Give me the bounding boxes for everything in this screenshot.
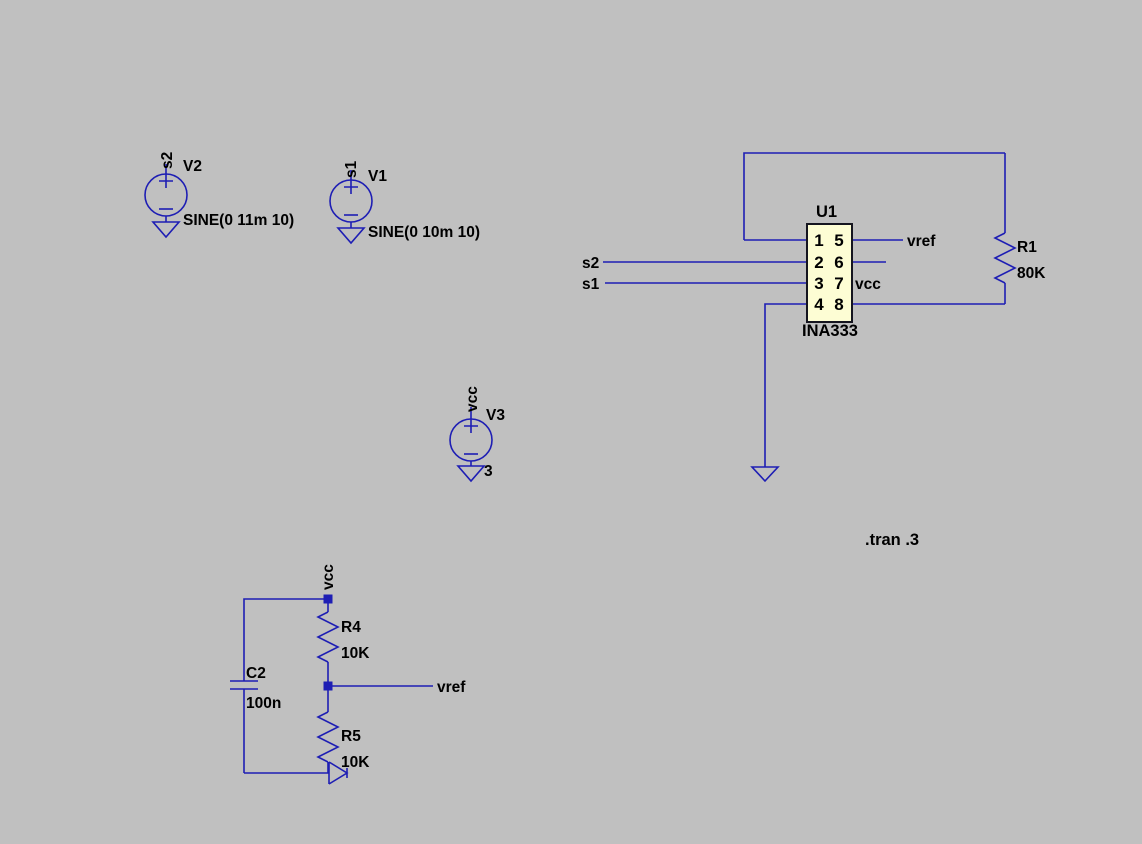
- net-label-vref-divider[interactable]: vref: [437, 679, 466, 696]
- r4-value[interactable]: 10K: [341, 645, 370, 662]
- v2-net-label-s2[interactable]: s2: [159, 152, 176, 169]
- u1-pin-2: 2: [814, 253, 823, 272]
- v3-net-label-vcc[interactable]: vcc: [464, 386, 481, 412]
- u1-ground-icon[interactable]: [750, 466, 780, 483]
- u1-pin-5: 5: [834, 231, 843, 250]
- u1-pin-8: 8: [834, 295, 843, 314]
- v1-refdes[interactable]: V1: [368, 168, 387, 185]
- wire-vcc-node-to-c2[interactable]: [243, 598, 327, 681]
- resistor-r4[interactable]: R4 10K: [316, 599, 370, 686]
- resistor-r1[interactable]: R1 80K: [993, 153, 1046, 304]
- wire-pin4-to-ground[interactable]: [764, 303, 807, 467]
- u1-refdes[interactable]: U1: [816, 203, 837, 221]
- r5-ground-icon-rotated[interactable]: [328, 761, 349, 785]
- u1-pin-4: 4: [814, 295, 824, 314]
- v1-ground-icon[interactable]: [336, 227, 366, 245]
- u1-pin-7: 7: [834, 274, 843, 293]
- v3-value[interactable]: 3: [484, 463, 493, 480]
- v3-refdes[interactable]: V3: [486, 407, 505, 424]
- net-label-vcc-pin7[interactable]: vcc: [855, 276, 881, 293]
- v1-plus-sign: [344, 180, 358, 194]
- u1-pin-3: 3: [814, 274, 823, 293]
- net-label-s2-pin2[interactable]: s2: [582, 255, 599, 272]
- v2-refdes[interactable]: V2: [183, 158, 202, 175]
- v2-ground-icon[interactable]: [151, 221, 181, 239]
- v3-ground-icon[interactable]: [456, 465, 486, 483]
- voltage-source-v2[interactable]: V2 SINE(0 11m 10) s2: [144, 152, 294, 239]
- net-label-vcc-divider[interactable]: vcc: [320, 564, 337, 590]
- c2-refdes[interactable]: C2: [246, 665, 266, 682]
- net-label-vref-pin5[interactable]: vref: [907, 233, 936, 250]
- voltage-source-v1[interactable]: V1 SINE(0 10m 10) s1: [329, 160, 480, 245]
- net-label-s1-pin3[interactable]: s1: [582, 276, 600, 293]
- u1-body-box[interactable]: [806, 223, 853, 323]
- r4-zigzag[interactable]: [316, 611, 340, 663]
- v1-value[interactable]: SINE(0 10m 10): [368, 224, 480, 241]
- r5-zigzag[interactable]: [316, 711, 340, 763]
- v1-net-label-s1[interactable]: s1: [343, 160, 360, 178]
- u1-pin-1: 1: [814, 231, 823, 250]
- wire-pin1-feedback-loop[interactable]: [743, 152, 1005, 240]
- spice-directive[interactable]: .tran .3: [865, 531, 919, 549]
- resistor-r5[interactable]: R5 10K: [316, 686, 370, 773]
- v2-plus-sign: [159, 174, 173, 188]
- r4-refdes[interactable]: R4: [341, 619, 361, 636]
- r1-refdes[interactable]: R1: [1017, 239, 1037, 256]
- c2-value[interactable]: 100n: [246, 695, 281, 712]
- voltage-source-v3[interactable]: V3 3 vcc: [449, 386, 505, 483]
- r5-value[interactable]: 10K: [341, 754, 370, 771]
- ic-u1-ina333[interactable]: U1 INA333 1 2 3 4 5 6 7 8: [802, 203, 858, 340]
- u1-pin-6: 6: [834, 253, 843, 272]
- v2-value[interactable]: SINE(0 11m 10): [183, 212, 294, 229]
- r1-value[interactable]: 80K: [1017, 265, 1046, 282]
- v3-plus-sign: [464, 419, 478, 433]
- capacitor-c2[interactable]: C2 100n: [230, 665, 281, 773]
- u1-part-name[interactable]: INA333: [802, 322, 858, 340]
- r1-zigzag[interactable]: [993, 232, 1017, 284]
- r5-refdes[interactable]: R5: [341, 728, 361, 745]
